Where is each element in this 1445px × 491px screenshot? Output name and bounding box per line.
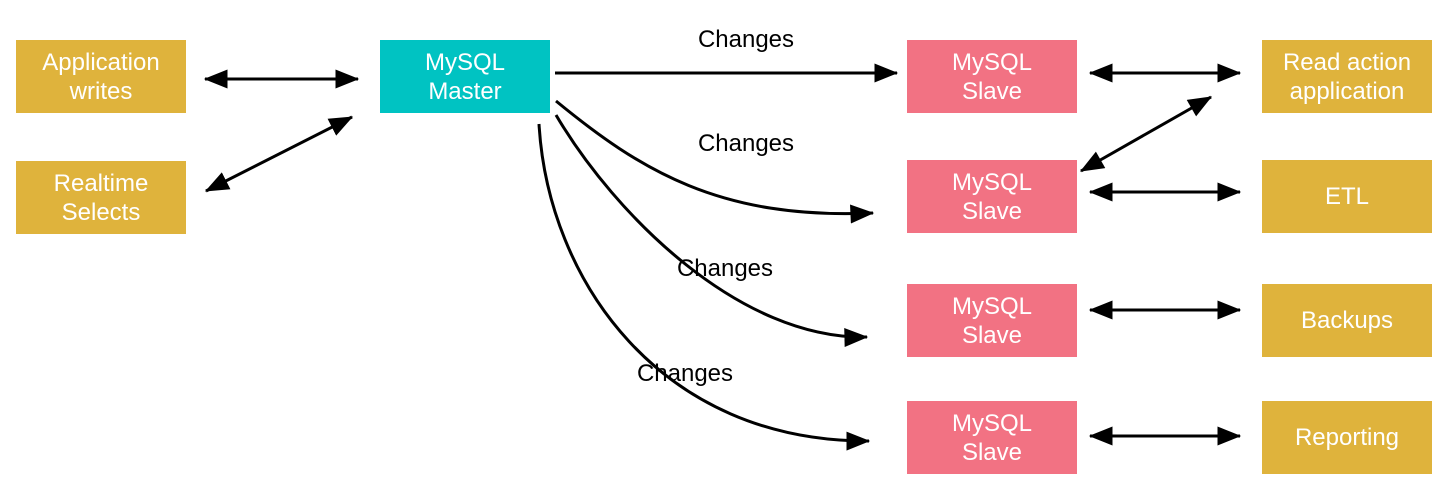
node-label-line: ETL (1324, 183, 1369, 210)
edge-master-to-slave-4 (537, 123, 871, 451)
node-label-line: MySQL (951, 48, 1032, 76)
edge-realtime-selects-to-master (204, 115, 354, 193)
node-label-line: Realtime (53, 169, 149, 197)
node-label-line: MySQL (951, 168, 1032, 196)
node-label-line: Selects (61, 198, 141, 226)
edge-label-changes-4: Changes (636, 360, 734, 387)
node-label-line: Slave (961, 77, 1023, 105)
node-label-line: Slave (961, 197, 1023, 225)
node-label-line: Reporting (1294, 424, 1400, 451)
edge-master-to-slave-3 (554, 114, 869, 348)
node-label-line: Slave (961, 438, 1023, 466)
edge-label-changes-2: Changes (697, 130, 795, 157)
node-label-line: Slave (961, 321, 1023, 349)
node-backups: Backups (1262, 284, 1432, 357)
edge-label-changes-3: Changes (676, 255, 774, 282)
node-label-line: MySQL (424, 48, 505, 76)
edge-group (203, 63, 1242, 451)
node-label-line: MySQL (951, 292, 1032, 320)
node-label-line: Read action (1282, 48, 1412, 76)
node-label-line: Master (428, 77, 502, 105)
edge-slave-2-to-read-action (1079, 95, 1213, 173)
edge-master-to-slave-2 (555, 99, 875, 224)
node-label-line: application (1289, 77, 1405, 105)
edge-label-changes-1: Changes (697, 26, 795, 53)
node-reporting: Reporting (1262, 401, 1432, 474)
node-label-line: writes (69, 77, 133, 105)
node-etl: ETL (1262, 160, 1432, 233)
node-label-line: MySQL (951, 409, 1032, 437)
node-label-line: Backups (1300, 307, 1394, 334)
node-label-line: Application (42, 48, 160, 76)
